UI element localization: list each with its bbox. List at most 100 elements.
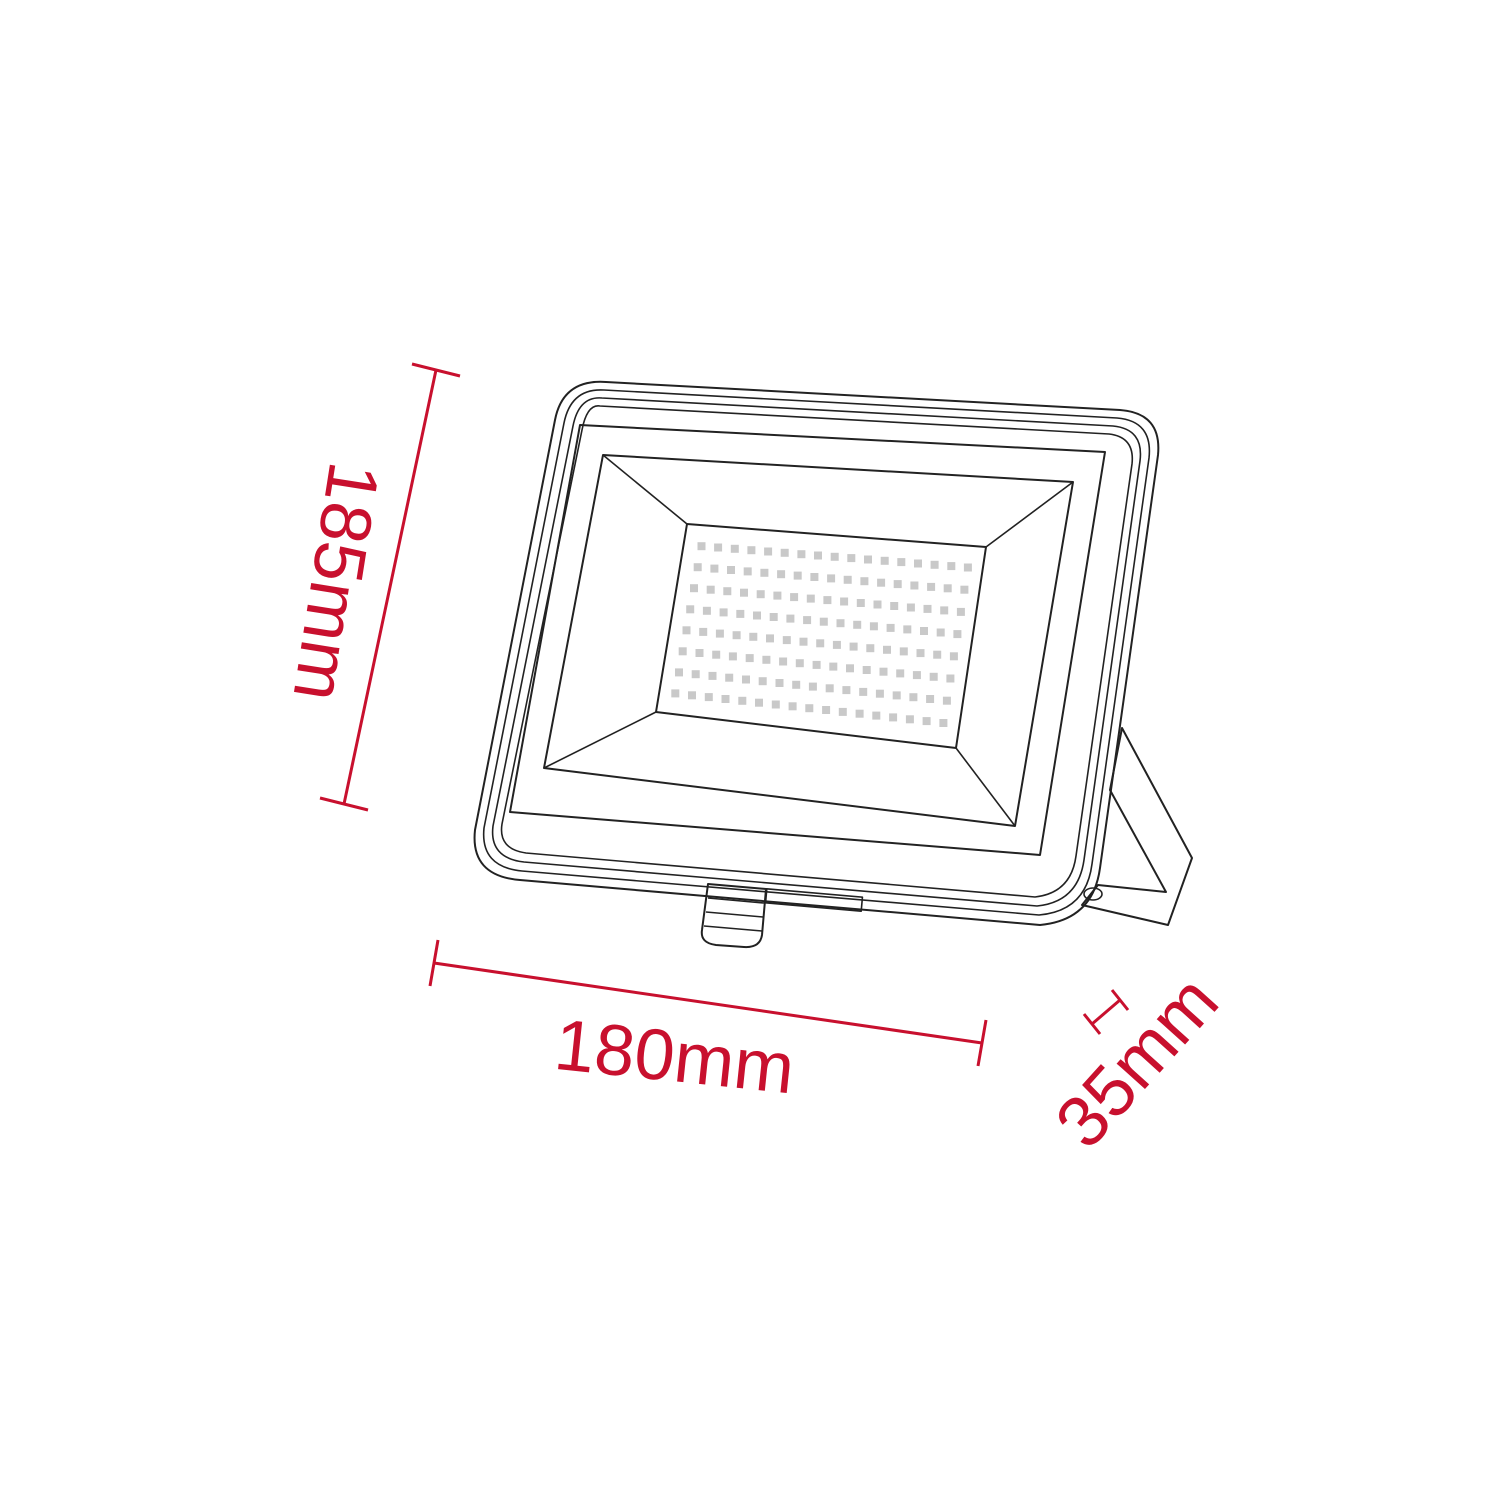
led-chip [923, 604, 932, 613]
led-chip [862, 666, 871, 674]
led-chip [910, 581, 919, 590]
led-chip [749, 632, 758, 641]
led-chip [953, 630, 962, 639]
led-chip [805, 704, 814, 713]
led-chip [764, 547, 773, 556]
led-chip [740, 588, 748, 597]
led-chip [963, 563, 972, 572]
led-chip [893, 580, 902, 589]
led-chip [715, 629, 724, 638]
led-chip [758, 677, 767, 686]
led-chip [947, 562, 956, 571]
led-chip [790, 593, 799, 602]
led-chip [708, 671, 717, 680]
led-chip [777, 570, 786, 579]
led-chip [756, 590, 765, 599]
led-chip [949, 652, 958, 661]
led-chip [760, 568, 769, 577]
led-chip [942, 696, 951, 705]
gland-body [700, 883, 767, 949]
led-chip [889, 713, 898, 722]
led-chip [905, 715, 914, 724]
led-chip [864, 555, 872, 564]
led-chip [930, 560, 939, 569]
led-chip [697, 542, 706, 551]
led-chip [929, 672, 938, 681]
housing-edge-2 [482, 389, 1151, 916]
housing-edge-4 [500, 405, 1134, 898]
width-dimension: 180mm [428, 939, 988, 1110]
led-chip [742, 675, 750, 684]
led-chip [892, 691, 901, 700]
led-chip [914, 559, 922, 568]
led-chip [745, 654, 754, 663]
led-chip [691, 670, 700, 679]
led-chip [710, 564, 719, 573]
led-chip [903, 625, 912, 634]
led-chip [810, 573, 819, 581]
bezel-frame [509, 424, 1106, 856]
led-chip [873, 600, 882, 609]
led-chip [906, 603, 915, 612]
led-chip [690, 584, 698, 593]
housing-edge-3 [491, 397, 1142, 907]
led-chip [956, 607, 965, 616]
reflector [543, 454, 1074, 827]
width-label: 180mm [551, 1005, 798, 1110]
reflector-corner-br [955, 747, 1016, 827]
led-chip [728, 652, 737, 661]
led-chip [795, 659, 804, 668]
led-chip [883, 645, 891, 654]
led-chip [755, 698, 763, 707]
led-chip [936, 628, 945, 637]
led-chip [849, 642, 858, 651]
led-chip [859, 687, 868, 696]
reflector-outer [543, 454, 1074, 827]
height-label: 185mm [277, 457, 394, 707]
reflector-corner-bl [543, 711, 657, 769]
led-chip [719, 608, 728, 617]
reflector-corner-tr [985, 481, 1074, 548]
led-chip [688, 691, 696, 700]
led-chip [866, 644, 875, 653]
led-chip [699, 627, 708, 636]
led-chip [797, 550, 806, 559]
led-chip [723, 587, 732, 596]
led-chip [678, 647, 687, 656]
led-chip [721, 695, 730, 703]
led-chip [747, 546, 756, 555]
led-chip [806, 594, 815, 603]
led-chip [704, 693, 713, 702]
led-chip [819, 617, 828, 626]
led-chip [753, 611, 761, 620]
depth-dimension-line [1091, 998, 1121, 1026]
led-chip [855, 709, 864, 718]
led-chip [782, 636, 791, 645]
led-chip [779, 657, 788, 666]
height-tick-top [411, 362, 461, 378]
led-chip [939, 719, 948, 727]
led-chip [732, 631, 741, 640]
led-chip [827, 574, 836, 583]
led-chip [840, 597, 849, 606]
width-tick-right [976, 1019, 988, 1067]
led-chip [869, 622, 878, 631]
led-chip [912, 671, 921, 680]
led-chip [829, 662, 838, 671]
led-chip [788, 702, 797, 711]
gland-ring-2 [705, 911, 764, 918]
led-chip [682, 626, 691, 635]
led-chip [940, 606, 949, 615]
led-chip [725, 673, 734, 682]
led-chip [933, 650, 942, 659]
led-chip [856, 599, 865, 607]
led-chip [880, 556, 889, 565]
led-chip [825, 684, 834, 693]
mounting-bracket [1081, 727, 1193, 926]
led-chip [890, 602, 899, 610]
led-chip [872, 711, 881, 720]
bracket-bolt [1083, 887, 1103, 901]
gland-ring-1 [707, 897, 765, 904]
led-chip [730, 544, 739, 553]
led-chip [793, 571, 802, 580]
